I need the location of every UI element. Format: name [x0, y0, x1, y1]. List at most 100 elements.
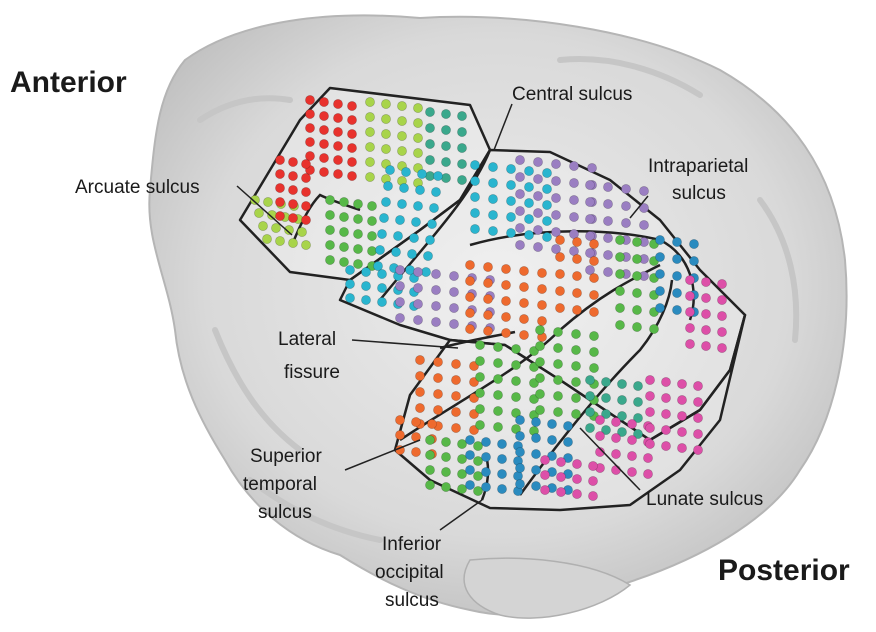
electrode-dot	[493, 390, 502, 399]
electrode-dot	[595, 415, 604, 424]
electrode-dot	[275, 183, 284, 192]
electrode-dot	[395, 430, 404, 439]
electrode-dot	[288, 213, 297, 222]
electrode-dot	[551, 193, 560, 202]
electrode-dot	[365, 127, 374, 136]
electrode-dot	[441, 157, 450, 166]
electrode-dot	[271, 223, 280, 232]
electrode-dot	[555, 252, 564, 261]
electrode-dot	[441, 482, 450, 491]
electrode-dot	[601, 393, 610, 402]
electrode-dot	[451, 407, 460, 416]
electrode-dot	[301, 187, 310, 196]
electrode-dot	[415, 355, 424, 364]
electrode-dot	[531, 433, 540, 442]
electrode-dot	[470, 160, 479, 169]
electrode-dot	[615, 269, 624, 278]
electrode-dot	[470, 176, 479, 185]
electrode-dot	[524, 198, 533, 207]
electrode-dot	[615, 252, 624, 261]
inferior-occipital-label-3: sulcus	[385, 590, 439, 611]
electrode-dot	[470, 208, 479, 217]
electrode-dot	[365, 112, 374, 121]
electrode-dot	[519, 282, 528, 291]
electrode-dot	[347, 143, 356, 152]
electrode-dot	[633, 397, 642, 406]
electrode-dot	[441, 173, 450, 182]
electrode-dot	[481, 482, 490, 491]
electrode-dot	[319, 125, 328, 134]
electrode-dot	[258, 221, 267, 230]
electrode-dot	[569, 212, 578, 221]
electrode-dot	[515, 240, 524, 249]
electrode-dot	[643, 469, 652, 478]
electrode-dot	[397, 146, 406, 155]
electrode-dot	[301, 159, 310, 168]
electrode-dot	[645, 423, 654, 432]
electrode-dot	[511, 344, 520, 353]
electrode-dot	[483, 294, 492, 303]
electrode-dot	[553, 327, 562, 336]
electrode-dot	[397, 131, 406, 140]
electrode-dot	[451, 391, 460, 400]
electrode-dot	[672, 271, 681, 280]
electrode-dot	[288, 185, 297, 194]
electrode-dot	[413, 133, 422, 142]
electrode-dot	[589, 363, 598, 372]
electrode-dot	[603, 216, 612, 225]
intraparietal-label-1: Intraparietal	[648, 156, 748, 177]
electrode-dot	[617, 379, 626, 388]
electrode-dot	[555, 286, 564, 295]
electrode-dot	[677, 379, 686, 388]
arcuate-sulcus-label: Arcuate sulcus	[75, 177, 200, 198]
superior-temporal-label-1: Superior	[250, 446, 322, 467]
electrode-dot	[603, 182, 612, 191]
electrode-dot	[542, 232, 551, 241]
electrode-dot	[531, 465, 540, 474]
electrode-dot	[569, 178, 578, 187]
electrode-dot	[397, 116, 406, 125]
electrode-dot	[515, 206, 524, 215]
electrode-dot	[377, 269, 386, 278]
electrode-dot	[413, 148, 422, 157]
electrode-dot	[603, 233, 612, 242]
electrode-dot	[333, 113, 342, 122]
electrode-dot	[413, 103, 422, 112]
electrode-dot	[506, 228, 515, 237]
electrode-dot	[391, 247, 400, 256]
electrode-dot	[475, 388, 484, 397]
electrode-dot	[465, 260, 474, 269]
electrode-dot	[333, 169, 342, 178]
electrode-dot	[425, 123, 434, 132]
electrode-dot	[433, 171, 442, 180]
electrode-dot	[572, 237, 581, 246]
electrode-dot	[333, 141, 342, 150]
electrode-dot	[556, 472, 565, 481]
electrode-dot	[515, 155, 524, 164]
electrode-dot	[353, 199, 362, 208]
electrode-dot	[415, 403, 424, 412]
electrode-dot	[524, 214, 533, 223]
electrode-dot	[488, 194, 497, 203]
electrode-dot	[542, 168, 551, 177]
lateral-fissure-label-2: fissure	[284, 362, 340, 383]
electrode-dot	[533, 191, 542, 200]
electrode-dot	[531, 481, 540, 490]
electrode-dot	[611, 465, 620, 474]
electrode-dot	[572, 254, 581, 263]
electrode-dot	[367, 216, 376, 225]
electrode-dot	[655, 286, 664, 295]
electrode-dot	[353, 229, 362, 238]
electrode-dot	[533, 242, 542, 251]
electrode-dot	[275, 155, 284, 164]
electrode-dot	[589, 290, 598, 299]
electrode-dot	[501, 264, 510, 273]
electrode-dot	[627, 419, 636, 428]
electrode-dot	[615, 286, 624, 295]
electrode-dot	[555, 269, 564, 278]
electrode-dot	[493, 374, 502, 383]
electrode-dot	[717, 279, 726, 288]
electrode-dot	[301, 201, 310, 210]
electrode-dot	[381, 144, 390, 153]
electrode-dot	[551, 176, 560, 185]
